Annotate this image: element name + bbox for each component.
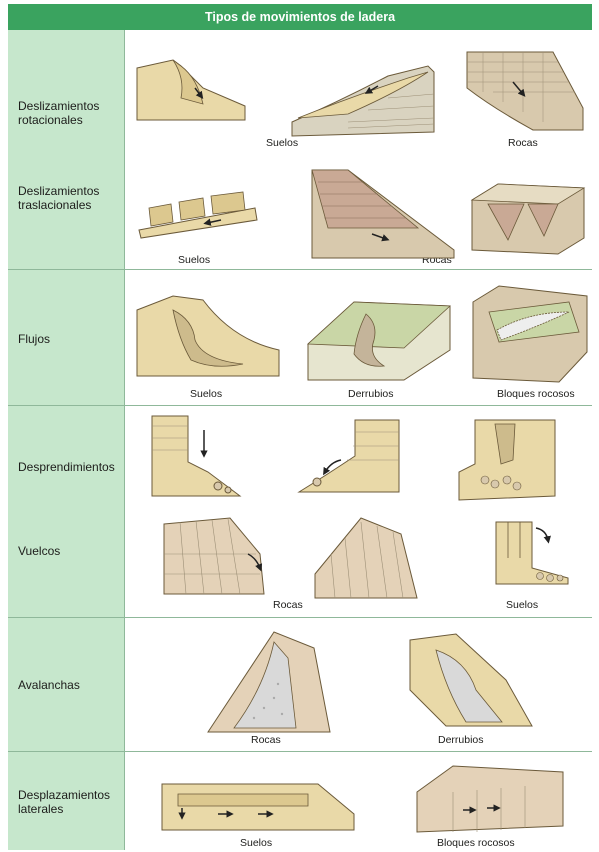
caption-traslacional-suelos: Suelos [178,254,210,266]
translational-slide-rock-illustration [308,166,456,260]
row-label-flujos: Flujos [18,332,122,346]
flow-rock-blocks-illustration [469,282,591,386]
landslide-types-table: Tipos de movimientos de ladera Deslizami… [8,4,592,850]
caption-vuelcos-rocas: Rocas [273,599,303,611]
caption-rotacional-rocas: Rocas [508,137,538,149]
table-title: Tipos de movimientos de ladera [8,4,592,30]
topple-rock-fan-illustration [311,514,421,600]
row-label-rotacionales: Deslizamientos rotacionales [18,99,122,127]
caption-flujos-derrubios: Derrubios [348,388,394,400]
rotational-slide-soil-illustration [133,48,251,122]
caption-flujos-suelos: Suelos [190,388,222,400]
row-label-desplazamientos-laterales: Desplazamientos laterales [18,788,122,816]
caption-laterales-bloques: Bloques rocosos [437,837,515,849]
wedge-block-illustration [468,180,586,256]
row-divider [8,617,592,618]
rockfall-cliff-illustration [148,412,244,498]
rockfall-block-illustration [455,416,565,504]
topple-soil-illustration [492,518,572,588]
row-label-avalanchas: Avalanchas [18,678,122,692]
row-divider [8,405,592,406]
row-label-vuelcos: Vuelcos [18,544,122,558]
row-divider [8,751,592,752]
avalanche-debris-illustration [406,630,536,732]
topple-rock-columns-illustration [160,514,270,598]
lateral-spread-soil-illustration [158,764,358,836]
column-separator [124,30,125,850]
rotational-slide-soil-block-illustration [288,62,438,140]
caption-laterales-suelos: Suelos [240,837,272,849]
translational-slide-soil-illustration [135,190,261,240]
row-label-traslacionales: Deslizamientos traslacionales [18,184,122,212]
lateral-spread-rock-illustration [413,762,573,836]
flow-debris-illustration [304,294,454,382]
row-label-desprendimientos: Desprendimientos [18,460,122,474]
avalanche-rock-illustration [204,628,334,734]
caption-avalanchas-derrubios: Derrubios [438,734,484,746]
caption-vuelcos-suelos: Suelos [506,599,538,611]
rotational-slide-rock-illustration [463,48,587,132]
row-label-column [8,30,124,850]
row-divider [8,269,592,270]
caption-flujos-bloques: Bloques rocosos [497,388,575,400]
rockfall-slope-illustration [295,416,401,496]
caption-avalanchas-rocas: Rocas [251,734,281,746]
flow-soil-illustration [133,290,283,380]
